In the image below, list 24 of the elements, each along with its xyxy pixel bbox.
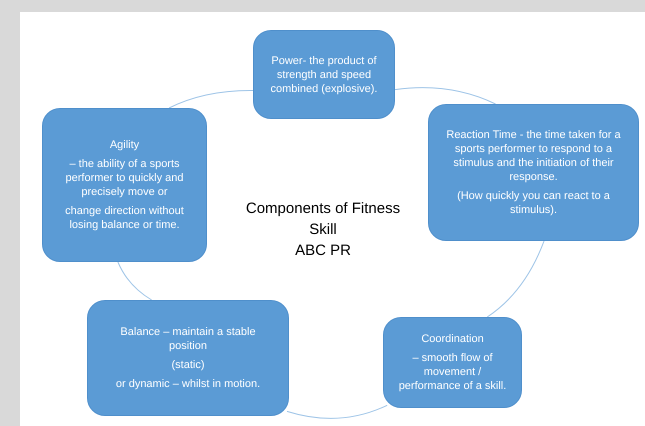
rounded-box xyxy=(428,104,639,241)
rounded-box xyxy=(383,317,522,408)
box-text: Power- the product of strength and speed combined (explosive). xyxy=(270,54,378,96)
box-text: Coordination xyxy=(421,332,484,346)
connector-line xyxy=(168,90,254,108)
box-text: change direction without losing balance or time. xyxy=(64,204,185,232)
center-heading: Components of Fitness xyxy=(246,199,400,219)
box-text: Agility xyxy=(110,138,140,152)
connector-line xyxy=(117,262,152,300)
rounded-box xyxy=(87,300,289,416)
box-text: – the ability of a sports performer to quickly and precisely move or xyxy=(64,157,184,199)
box-text: or dynamic – whilst in motion. xyxy=(116,377,260,391)
box-text: (static) xyxy=(172,358,204,372)
connector-line xyxy=(286,404,388,419)
box-text: Reaction Time - the time taken for a sports performer to respond to a stimulus and the initiation of their response. xyxy=(445,128,622,184)
center-heading: ABC PR xyxy=(295,241,351,261)
rounded-box xyxy=(253,30,395,119)
connector-line xyxy=(486,240,545,318)
center-heading: Skill xyxy=(309,220,337,240)
rounded-box xyxy=(42,108,207,262)
box-text: Balance – maintain a stable position xyxy=(119,325,257,353)
box-text: (How quickly you can react to a stimulus). xyxy=(456,189,611,217)
connector-line xyxy=(394,87,496,104)
box-text: – smooth flow of movement / performance of a skill. xyxy=(398,351,508,393)
